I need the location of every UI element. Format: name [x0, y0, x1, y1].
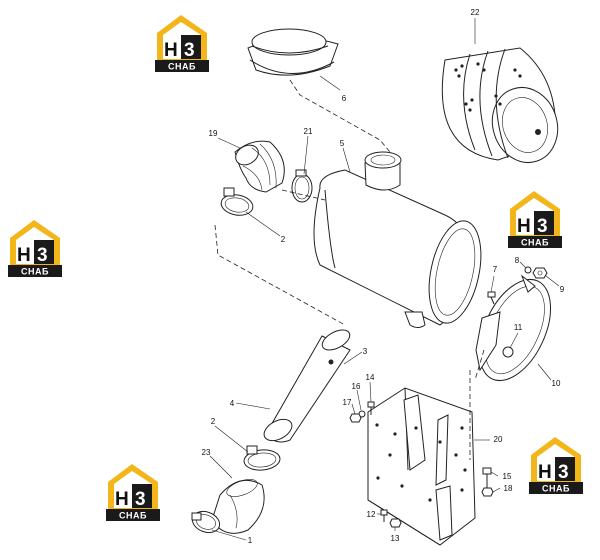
callout-23: 23: [202, 448, 211, 457]
watermark-logo-bottom-left: H 3 СНАБ: [106, 464, 160, 521]
callout-21: 21: [304, 127, 313, 136]
logo-brand-text: СНАБ: [119, 511, 147, 521]
callout-18: 18: [504, 484, 513, 493]
callout-12: 12: [367, 510, 376, 519]
logo-brand-text: СНАБ: [521, 238, 549, 248]
callout-6: 6: [342, 94, 347, 103]
part-washer-8: [524, 266, 532, 274]
callout-4: 4: [230, 399, 235, 408]
watermark-logo-bottom-right: H 3 СНАБ: [529, 437, 583, 494]
callout-20: 20: [494, 435, 503, 444]
callout-13: 13: [391, 534, 400, 543]
callout-8: 8: [515, 256, 520, 265]
callout-1: 1: [248, 536, 253, 545]
part-bolt-7: [487, 291, 496, 305]
part-hose-clamp-tube: [243, 445, 281, 471]
assembly-line-band-bracket: [474, 349, 485, 381]
logo-digit-3: 3: [135, 489, 146, 510]
callout-2-lower: 2: [211, 417, 216, 426]
callout-19: 19: [209, 129, 218, 138]
callout-16: 16: [352, 382, 361, 391]
logo-letter-h: H: [115, 489, 129, 510]
logo-digit-3: 3: [37, 245, 48, 266]
part-rain-cap: [247, 28, 339, 76]
watermark-logo-right: H 3 СНАБ: [508, 191, 562, 248]
callout-3: 3: [363, 347, 368, 356]
part-bolt-15: [482, 467, 492, 490]
callout-10: 10: [552, 379, 561, 388]
part-lower-hose: [211, 479, 265, 534]
part-bolt-12: [380, 509, 388, 522]
callout-17: 17: [343, 398, 352, 407]
callout-5: 5: [340, 139, 345, 148]
assembly-line-elbow: [214, 224, 346, 326]
logo-digit-3: 3: [184, 40, 195, 61]
callout-2-upper: 2: [281, 235, 286, 244]
part-hose-clamp-upper: [291, 169, 313, 203]
logo-digit-3: 3: [558, 462, 569, 483]
logo-brand-text: СНАБ: [542, 484, 570, 494]
assembly-line-cap: [289, 79, 391, 153]
part-hose-clamp-lower: [191, 510, 221, 534]
part-nut-9: [532, 267, 548, 279]
logo-letter-h: H: [164, 40, 178, 61]
callout-11: 11: [514, 323, 523, 332]
callout-22: 22: [471, 8, 480, 17]
callout-14: 14: [366, 373, 375, 382]
part-elbow-hose: [234, 140, 285, 193]
part-air-cleaner-body: [313, 151, 482, 328]
logo-letter-h: H: [17, 245, 31, 266]
callout-7: 7: [493, 265, 498, 274]
part-filter-element: [441, 47, 559, 163]
watermark-logo-left: H 3 СНАБ: [8, 220, 62, 277]
assembly-line-clamp: [281, 189, 326, 201]
callout-9: 9: [560, 285, 565, 294]
logo-letter-h: H: [538, 462, 552, 483]
logo-digit-3: 3: [537, 216, 548, 237]
part-hose-clamp-elbow: [220, 187, 254, 216]
part-nut-17: [349, 413, 362, 423]
logo-brand-text: СНАБ: [168, 62, 196, 72]
watermark-logo-top: H 3 СНАБ: [155, 15, 209, 72]
logo-letter-h: H: [517, 216, 531, 237]
part-washer-18: [481, 487, 494, 497]
part-intake-tube: [263, 329, 351, 443]
logo-brand-text: СНАБ: [21, 267, 49, 277]
part-mounting-bracket: [367, 387, 476, 546]
leader-lines: [209, 18, 560, 541]
callout-15: 15: [503, 472, 512, 481]
part-mounting-band: [475, 274, 551, 382]
part-nut-13: [389, 518, 402, 528]
